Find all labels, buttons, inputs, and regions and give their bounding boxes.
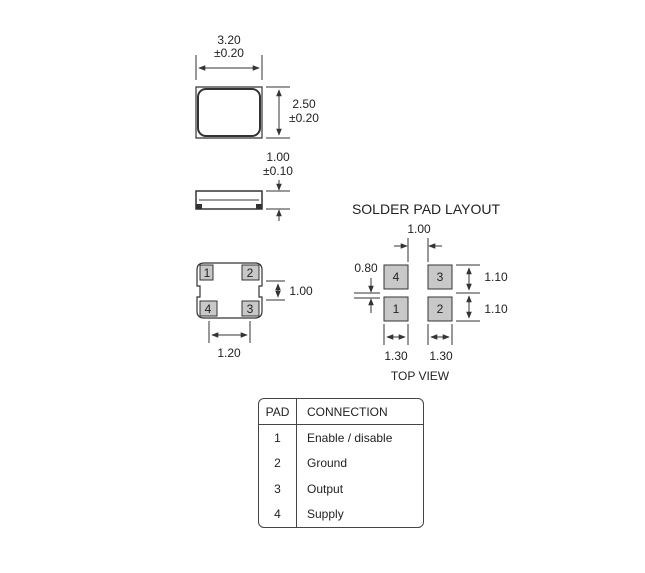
col-width-right-value: 1.30 xyxy=(429,349,453,363)
pad-gap-value: 1.00 xyxy=(407,222,431,236)
solder-pad-label: 4 xyxy=(393,270,400,284)
side-view-package: 1.00 ±0.10 xyxy=(195,150,293,221)
pad-column-header: PAD xyxy=(259,399,297,425)
bottom-pad-label: 3 xyxy=(247,302,254,316)
solder-pad-label: 2 xyxy=(437,302,444,316)
pad-connection: Output xyxy=(307,481,344,496)
thickness-tolerance: ±0.10 xyxy=(263,164,293,178)
pad-pitch-h: 1.20 xyxy=(217,346,241,360)
width-tolerance: ±0.20 xyxy=(214,46,244,60)
pad-connection-table: PAD CONNECTION 1 Enable / disable 2 Grou… xyxy=(258,398,424,528)
pad-size-value: 0.80 xyxy=(354,261,378,275)
bottom-view-package: 1 2 4 3 1.00 1.20 xyxy=(196,262,313,360)
top-view-caption: TOP VIEW xyxy=(391,369,450,383)
width-value: 3.20 xyxy=(217,33,241,47)
table-row: 4 Supply xyxy=(259,501,423,527)
col-width-left-value: 1.30 xyxy=(384,349,408,363)
solder-pad-label: 3 xyxy=(437,270,444,284)
table-header-row: PAD CONNECTION xyxy=(259,399,423,425)
pad-connection: Enable / disable xyxy=(307,430,393,445)
solder-pad-label: 1 xyxy=(393,302,400,316)
row-height-bottom-value: 1.10 xyxy=(484,302,508,316)
solder-pad-layout-title: SOLDER PAD LAYOUT xyxy=(352,201,501,217)
pad-connection: Ground xyxy=(307,456,348,471)
thickness-value: 1.00 xyxy=(266,150,290,164)
table-row: 1 Enable / disable xyxy=(259,424,423,451)
pad-number: 3 xyxy=(259,475,297,502)
top-view-package: 3.20 ±0.20 2.50 ±0.20 xyxy=(195,33,319,139)
row-height-top-value: 1.10 xyxy=(484,270,508,284)
bottom-pad-label: 2 xyxy=(247,266,254,280)
pad-number: 4 xyxy=(259,501,297,527)
connection-column-header: CONNECTION xyxy=(296,399,423,425)
pad-pitch-v: 1.00 xyxy=(289,284,313,298)
table-row: 3 Output xyxy=(259,475,423,502)
height-tolerance: ±0.20 xyxy=(289,111,319,125)
table-row: 2 Ground xyxy=(259,450,423,476)
bottom-pad-label: 4 xyxy=(205,302,212,316)
solder-pad-layout: SOLDER PAD LAYOUT 1.00 0.80 4 3 1 2 1.10… xyxy=(352,201,508,383)
bottom-pad-label: 1 xyxy=(204,266,211,280)
pad-connection: Supply xyxy=(307,507,344,522)
height-value: 2.50 xyxy=(292,97,316,111)
pad-number: 2 xyxy=(259,450,297,476)
pad-number: 1 xyxy=(259,424,297,451)
